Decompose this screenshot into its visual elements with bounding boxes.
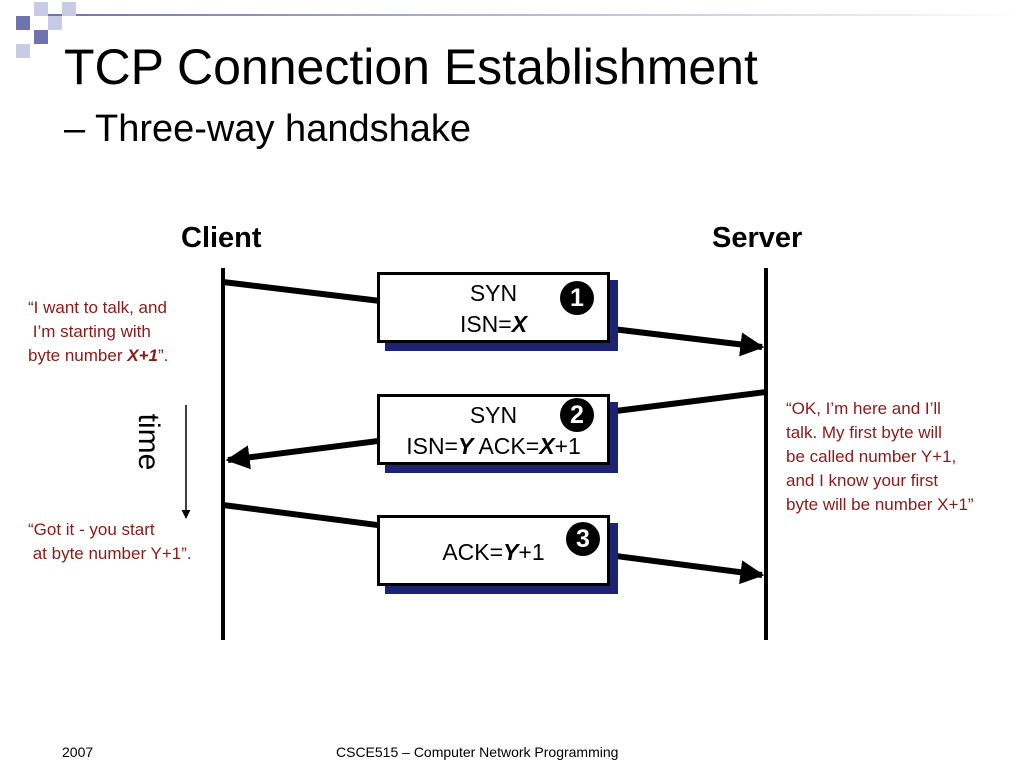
step-3-badge: 3 [566, 522, 600, 556]
time-axis-label: time [132, 413, 165, 471]
isn-ack-line: ISN=Y ACK=X+1 [406, 433, 581, 459]
footer-course: CSCE515 – Computer Network Programming [336, 744, 619, 760]
ack-line: ACK=Y+1 [442, 539, 545, 565]
server-synack-note: “OK, I’m here and I’ll talk. My first by… [786, 399, 974, 514]
message-type-label: SYN [469, 280, 518, 306]
client-label: Client [181, 222, 262, 254]
slide-subtitle: – Three-way handshake [64, 108, 471, 150]
title-banner-decoration [16, 2, 1024, 58]
client-ack-note: “Got it - you start at byte number Y+1”. [28, 520, 192, 563]
footer-year: 2007 [62, 744, 94, 760]
slide-title: TCP Connection Establishment [64, 39, 758, 95]
ack-message-box: ACK=Y+1 [377, 515, 610, 586]
step-2-badge: 2 [560, 398, 594, 432]
message-type-label: SYN [469, 402, 518, 428]
isn-line: ISN=X [459, 311, 528, 337]
step-1-badge: 1 [560, 281, 594, 315]
server-label: Server [712, 222, 803, 254]
